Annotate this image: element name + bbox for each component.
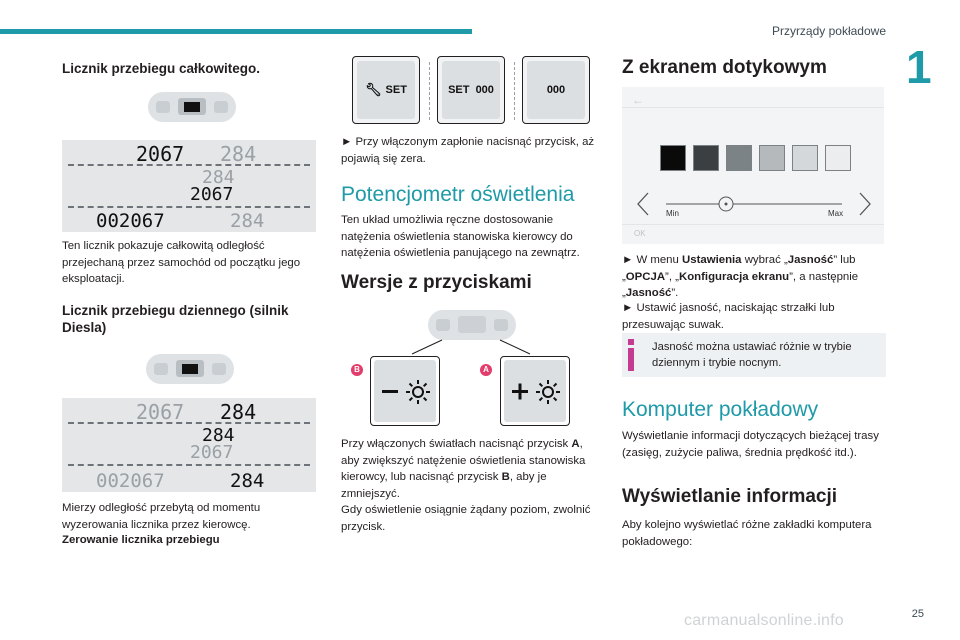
divider (68, 206, 310, 208)
dimmer-decrease-button-illustration (370, 356, 440, 426)
chapter-number: 1 (906, 41, 932, 93)
chevron-right-icon (859, 192, 871, 216)
daily-odometer-description: Mierzy odległość przebytą od momentu wyz… (62, 502, 261, 531)
divider (68, 464, 310, 466)
odo-row3-total: 002067 (96, 470, 165, 492)
set-zero-button-illustration: SET 000 (437, 56, 505, 124)
divider (429, 62, 430, 120)
text-run: ”. (671, 287, 679, 299)
text-run-bold: Ustawienia (682, 254, 742, 266)
menu-instruction: ► W menu Ustawienia wybrać „Jasność” lub… (622, 252, 886, 302)
brightness-swatch (693, 145, 719, 171)
dimmer-heading: Potencjometr oświetlenia (341, 183, 575, 206)
text-run-bold: A (571, 438, 580, 450)
page-number: 25 (911, 608, 924, 620)
set-zero-label: SET 000 (448, 84, 494, 96)
total-odometer-heading: Licznik przebiegu całkowitego. (62, 61, 261, 76)
info-box: Jasność można ustawiać różnie w trybie d… (622, 333, 886, 377)
set-label: SET (385, 84, 407, 96)
odo-row1-total: 2067 (136, 400, 185, 424)
odo-row1-trip: 284 (220, 400, 257, 424)
text-run: Przy włączonych światłach nacisnąć przyc… (341, 438, 572, 450)
trip-computer-description: Wyświetlanie informacji dotyczących bież… (622, 430, 879, 459)
odo-row2-total: 2067 (190, 442, 234, 463)
page-header-title: Przyrządy pokładowe (771, 24, 886, 38)
badge-a: A (480, 364, 492, 376)
max-label: Max (828, 209, 844, 218)
text-run: , aby zwiększyć natężenie oświetlenia st… (341, 438, 586, 483)
dimmer-increase-button-illustration (500, 356, 570, 426)
chevron-left-icon (637, 192, 649, 216)
text-run: , aby je zmniejszyć. (341, 471, 547, 500)
badge-b: B (351, 364, 363, 376)
divider (68, 164, 310, 166)
instrument-pod-illustration (428, 310, 516, 340)
daily-odometer-display: 2067 284 284 2067 002067 284 (62, 398, 316, 492)
brightness-slider-graphic (637, 192, 871, 216)
buttons-version-heading: Wersje z przyciskami (341, 272, 532, 293)
total-odometer-display: 2067 284 284 2067 002067 284 (62, 140, 316, 232)
wrench-icon: 🔧︎ (365, 82, 382, 97)
dimmer-description: Ten układ umożliwia ręczne dostosowanie … (341, 214, 580, 259)
daily-odometer-heading: Licznik przebiegu dziennego (silnik Dies… (62, 303, 289, 335)
watermark: carmanualsonline.info (684, 612, 844, 629)
callout-line-a (499, 339, 531, 355)
header-accent-bar (0, 29, 472, 34)
reset-odometer-heading: Zerowanie licznika przebiegu (62, 534, 220, 546)
touchscreen-heading: Z ekranem dotykowym (622, 57, 827, 78)
info-icon (628, 339, 634, 371)
odo-row2-trip: 284 (202, 425, 235, 446)
brightness-swatch (825, 145, 851, 171)
instrument-pod-illustration (146, 354, 234, 384)
odo-row3-trip: 284 (230, 210, 265, 232)
text-run: ”, a następnie „ (622, 270, 859, 300)
odo-row2-trip: 284 (202, 167, 235, 188)
odo-row2-total: 2067 (190, 184, 234, 205)
minus-brightness-icon (382, 380, 430, 404)
brightness-swatch (726, 145, 752, 171)
trip-computer-heading: Komputer pokładowy (622, 398, 819, 421)
plus-brightness-icon (512, 380, 560, 404)
instrument-pod-illustration (148, 92, 236, 122)
zero-label: 000 (546, 84, 566, 96)
text-run: ”, „ (665, 270, 679, 283)
buttons-release-instruction: Gdy oświetlenie osiągnie żądany poziom, … (341, 504, 591, 533)
odo-row3-trip: 284 (230, 470, 265, 492)
brightness-swatch (660, 145, 686, 171)
divider (622, 224, 884, 225)
reset-instruction: ► Przy włączonym zapłonie nacisnąć przyc… (341, 136, 595, 165)
brightness-swatch (792, 145, 818, 171)
set-button-illustration: 🔧︎ SET (352, 56, 420, 124)
text-run-bold: OPCJA (625, 270, 666, 283)
odo-row1-trip: 284 (220, 142, 257, 166)
callout-line-b (411, 339, 443, 355)
text-run-bold: Jasność (625, 287, 672, 299)
info-text: Jasność można ustawiać różnie w trybie d… (652, 341, 852, 369)
text-run: ” lub „ (622, 254, 856, 283)
zero-button-illustration: 000 (522, 56, 590, 124)
adjust-instruction: ► Ustawić jasność, naciskając strzałki l… (622, 302, 835, 331)
ok-label: OK (634, 229, 646, 238)
min-label: Min (666, 209, 679, 218)
divider (622, 107, 884, 108)
divider (68, 422, 310, 424)
brightness-swatch (759, 145, 785, 171)
odo-row1-total: 2067 (136, 142, 185, 166)
back-arrow-icon: ← (632, 93, 644, 107)
text-run: ► W menu (622, 254, 683, 266)
odo-row3-total: 002067 (96, 210, 165, 232)
display-info-description: Aby kolejno wyświetlać różne zakładki ko… (622, 519, 872, 548)
text-run: wybrać „ (741, 254, 788, 266)
text-run-bold: Jasność (787, 254, 834, 266)
display-info-heading: Wyświetlanie informacji (622, 486, 838, 507)
buttons-instruction: Przy włączonych światłach nacisnąć przyc… (341, 436, 603, 502)
total-odometer-description: Ten licznik pokazuje całkowitą odległość… (62, 240, 301, 285)
divider (514, 62, 515, 120)
text-run-bold: B (501, 471, 510, 483)
touchscreen-brightness-screen: ← Min Max OK (622, 87, 884, 244)
text-run-bold: Konfiguracja ekranu (678, 270, 790, 283)
